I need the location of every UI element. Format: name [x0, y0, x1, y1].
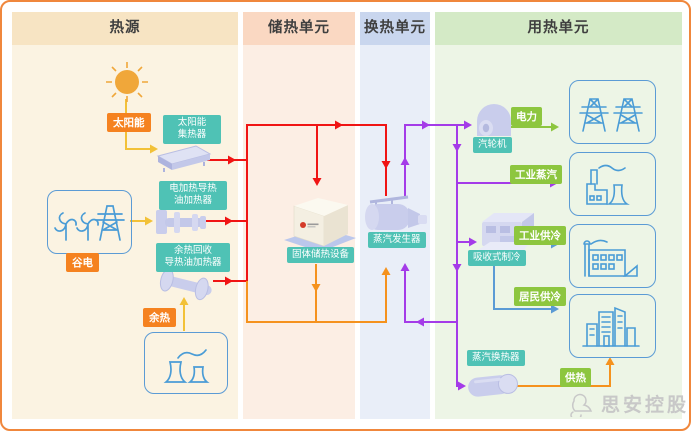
brand-logo: 思安控股 — [565, 390, 689, 417]
waste-heat-heater-icon — [159, 268, 212, 301]
electric-heater-icon — [156, 210, 206, 234]
power-grid-icon — [579, 98, 643, 132]
brand-logo-icon — [570, 393, 593, 417]
steam-exchanger-icon — [468, 373, 518, 397]
tag-heating: 供热 — [560, 368, 591, 387]
tag-residential-cooling: 居民供冷 — [514, 287, 566, 306]
tag-electricity: 电力 — [511, 107, 542, 126]
green-flow-lines — [511, 122, 559, 132]
solar-collector-icon — [156, 145, 212, 172]
label-steam-turbine: 汽轮机 — [473, 137, 512, 154]
label-steam-exchanger: 蒸汽换热器 — [467, 350, 525, 367]
tag-waste-heat: 余热 — [143, 308, 176, 327]
label-steam-generator: 蒸汽发生器 — [368, 232, 426, 249]
industrial-building-icon — [583, 239, 638, 277]
column-header-exchange: 换热单元 — [360, 12, 430, 45]
label-absorption-chiller: 吸收式制冷 — [468, 250, 526, 267]
brand-logo-text: 思安控股 — [601, 395, 690, 416]
label-electric-heater: 电加热导热油加热器 — [159, 181, 227, 210]
factory-cooling-tower-icon — [163, 349, 210, 383]
column-header-source: 热源 — [12, 12, 238, 45]
label-storage-device: 固体储热设备 — [287, 247, 355, 264]
column-header-storage: 储热单元 — [243, 12, 355, 45]
column-header-consumption: 用热单元 — [435, 12, 682, 45]
sun-icon — [106, 62, 148, 102]
industrial-cooling-consumer-box — [569, 224, 656, 288]
solid-heat-storage-icon — [284, 198, 356, 252]
tag-solar-energy: 太阳能 — [107, 113, 151, 132]
residential-consumer-box — [569, 294, 656, 358]
orange-arrowheads — [311, 267, 615, 365]
orange-flow-lines — [246, 264, 611, 387]
steam-factory-icon — [586, 164, 630, 205]
city-buildings-icon — [582, 306, 640, 347]
industrial-steam-consumer-box — [569, 152, 656, 216]
label-solar-collector: 太阳能集热器 — [163, 115, 221, 144]
label-waste-heat-heater: 余热回收导热油加热器 — [156, 243, 230, 272]
waste-heat-source-box — [144, 332, 228, 394]
wind-and-grid-icon — [54, 205, 125, 241]
yellow-arrowheads — [145, 144, 189, 305]
tag-industrial-steam: 工业蒸汽 — [510, 165, 562, 184]
power-grid-consumer-box — [569, 80, 656, 144]
tag-industrial-cooling: 工业供冷 — [514, 226, 566, 245]
steam-turbine-icon — [477, 104, 511, 136]
red-arrowheads — [225, 120, 391, 286]
steam-generator-icon — [365, 195, 427, 230]
tag-valley-power: 谷电 — [66, 253, 99, 272]
